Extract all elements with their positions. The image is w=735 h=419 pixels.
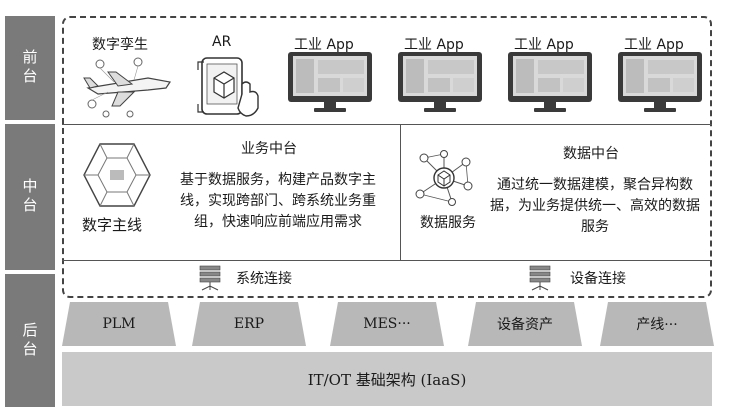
infrastructure-label: IT/OT 基础架构 (IaaS) [307,370,467,389]
tier-front-label: 前台 [20,49,39,87]
data-middle-desc-1: 通过统一数据建模，聚合异构数 [497,177,693,193]
industrial-app-label-4: 工业 App [624,37,684,53]
data-middle-title: 数据中台 [563,146,619,162]
monitor-icon [618,52,702,112]
backend-system-device-assets: 设备资产 [497,317,553,333]
industrial-app-label-3: 工业 App [514,37,574,53]
tier-front-bar: 前台 [5,16,55,120]
server-icon [199,265,221,291]
monitor-icon [288,52,372,112]
data-service-network-icon [415,150,473,206]
business-middle-desc-1: 基于数据服务，构建产品数字主 [180,172,376,188]
backend-system-shape [62,302,176,346]
backend-system-erp: ERP [233,316,265,332]
backend-system-shape [600,302,714,346]
data-middle-desc-2: 据，为业务提供统一、高效的数据 [490,198,700,214]
industrial-app-label-1: 工业 App [294,37,354,53]
front-divider [62,124,712,125]
middle-vertical-divider [400,124,401,260]
business-middle-title: 业务中台 [241,141,297,157]
digital-thread-label: 数字主线 [82,216,143,234]
business-middle-desc-3: 组，快速响应前端应用需求 [194,214,362,230]
airplane-diagram-icon [83,57,172,118]
backend-system-shape [192,302,306,346]
tier-middle-bar: 中台 [5,124,55,270]
ar-label: AR [212,34,232,50]
backend-system-shape [468,302,582,346]
backend-system-shape [330,302,444,346]
connect-divider [62,260,712,261]
tier-back-label: 后台 [20,321,39,360]
front-middle-boundary [62,16,712,298]
monitor-icon [508,52,592,112]
data-service-label: 数据服务 [420,215,476,231]
device-connect-label: 设备连接 [570,271,626,287]
tier-middle-label: 中台 [20,178,39,216]
data-middle-desc-3: 服务 [581,219,609,235]
digital-twin-label: 数字孪生 [92,37,148,53]
system-connect-label: 系统连接 [236,271,292,287]
ar-device-icon [197,57,259,117]
monitor-icon [398,52,482,112]
digital-thread-hexagon-icon [83,143,151,207]
backend-system-plm: PLM [102,316,136,332]
tier-back-bar: 后台 [5,274,55,407]
backend-system-mes: MES··· [363,316,411,332]
backend-system-production-line: 产线··· [636,317,678,333]
server-icon [529,265,551,291]
business-middle-desc-2: 线，实现跨部门、跨系统业务重 [180,193,376,209]
industrial-app-label-2: 工业 App [404,37,464,53]
infrastructure-bar: IT/OT 基础架构 (IaaS) [62,352,712,406]
